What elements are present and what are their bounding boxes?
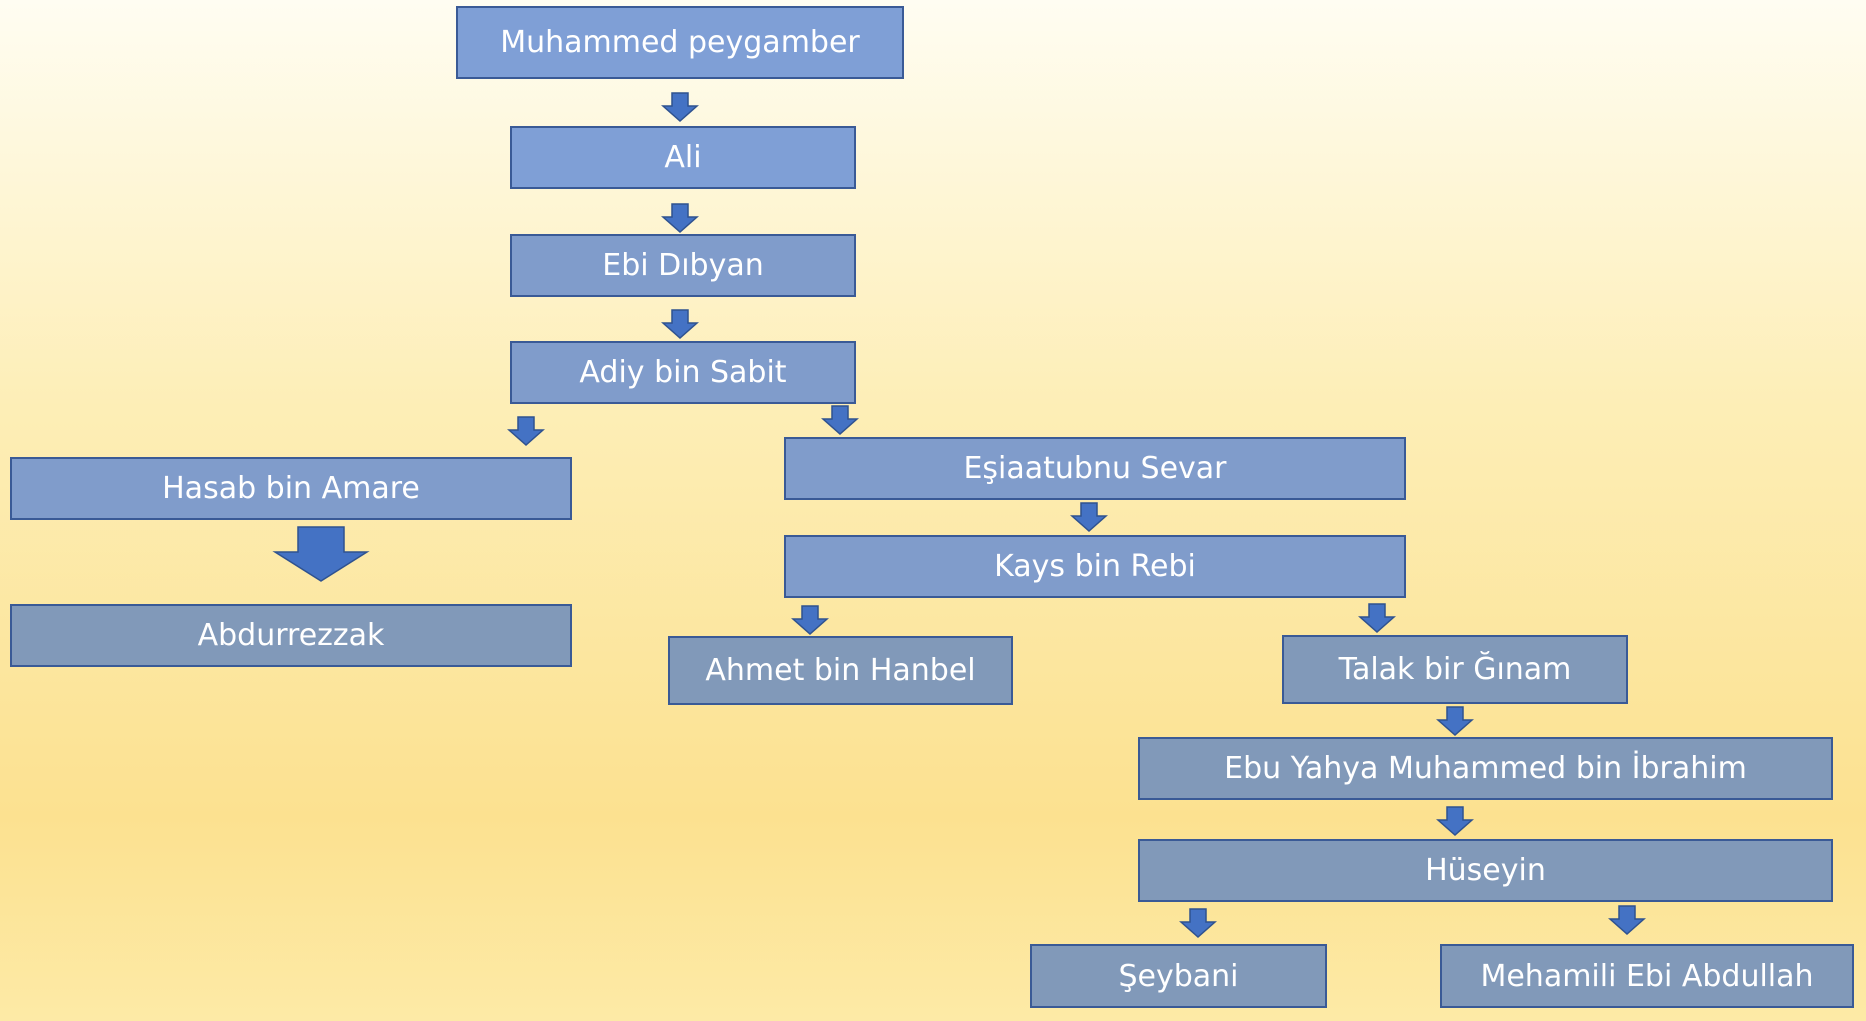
node-esiaatubnu-sevar: Eşiaatubnu Sevar bbox=[784, 437, 1406, 500]
node-hasab-bin-amare: Hasab bin Amare bbox=[10, 457, 572, 520]
node-ahmet-bin-hanbel: Ahmet bin Hanbel bbox=[668, 636, 1013, 705]
node-talak-bir-ginam: Talak bir Ğınam bbox=[1282, 635, 1628, 704]
arrow-down-icon bbox=[1179, 908, 1217, 939]
arrow-down-icon bbox=[1070, 502, 1108, 533]
node-label: Ebu Yahya Muhammed bin İbrahim bbox=[1224, 751, 1747, 786]
arrow-down-icon bbox=[661, 203, 699, 234]
node-seybani: Şeybani bbox=[1030, 944, 1327, 1008]
arrow-down-icon bbox=[1358, 603, 1396, 634]
node-label: Adiy bin Sabit bbox=[579, 355, 787, 390]
node-label: Ahmet bin Hanbel bbox=[705, 653, 976, 688]
node-label: Muhammed peygamber bbox=[500, 25, 860, 60]
node-ali: Ali bbox=[510, 126, 856, 189]
arrow-down-icon bbox=[661, 309, 699, 340]
node-adiy-bin-sabit: Adiy bin Sabit bbox=[510, 341, 856, 404]
node-muhammed-peygamber: Muhammed peygamber bbox=[456, 6, 904, 79]
node-label: Şeybani bbox=[1118, 958, 1239, 994]
arrow-down-icon bbox=[507, 416, 545, 447]
node-label: Talak bir Ğınam bbox=[1338, 652, 1572, 687]
node-label: Kays bin Rebi bbox=[994, 549, 1196, 584]
node-ebi-dibyan: Ebi Dıbyan bbox=[510, 234, 856, 297]
arrow-down-icon bbox=[1608, 905, 1646, 936]
node-label: Eşiaatubnu Sevar bbox=[963, 451, 1227, 486]
node-mehamili-ebi-abdullah: Mehamili Ebi Abdullah bbox=[1440, 944, 1854, 1008]
arrow-down-icon bbox=[661, 92, 699, 123]
arrow-down-icon bbox=[1436, 706, 1474, 737]
arrow-down-icon bbox=[1436, 806, 1474, 837]
node-label: Abdurrezzak bbox=[197, 618, 385, 653]
arrow-down-icon bbox=[791, 605, 829, 636]
large-arrow-down-icon bbox=[272, 526, 370, 582]
node-huseyin: Hüseyin bbox=[1138, 839, 1833, 902]
node-abdurrezzak: Abdurrezzak bbox=[10, 604, 572, 667]
node-label: Ali bbox=[664, 140, 702, 175]
node-kays-bin-rebi: Kays bin Rebi bbox=[784, 535, 1406, 598]
node-label: Mehamili Ebi Abdullah bbox=[1480, 958, 1814, 994]
arrow-down-icon bbox=[821, 405, 859, 436]
node-ebu-yahya-muhammed-bin-ibrahim: Ebu Yahya Muhammed bin İbrahim bbox=[1138, 737, 1833, 800]
node-label: Ebi Dıbyan bbox=[602, 248, 764, 283]
node-label: Hasab bin Amare bbox=[162, 471, 420, 506]
node-label: Hüseyin bbox=[1425, 853, 1546, 888]
